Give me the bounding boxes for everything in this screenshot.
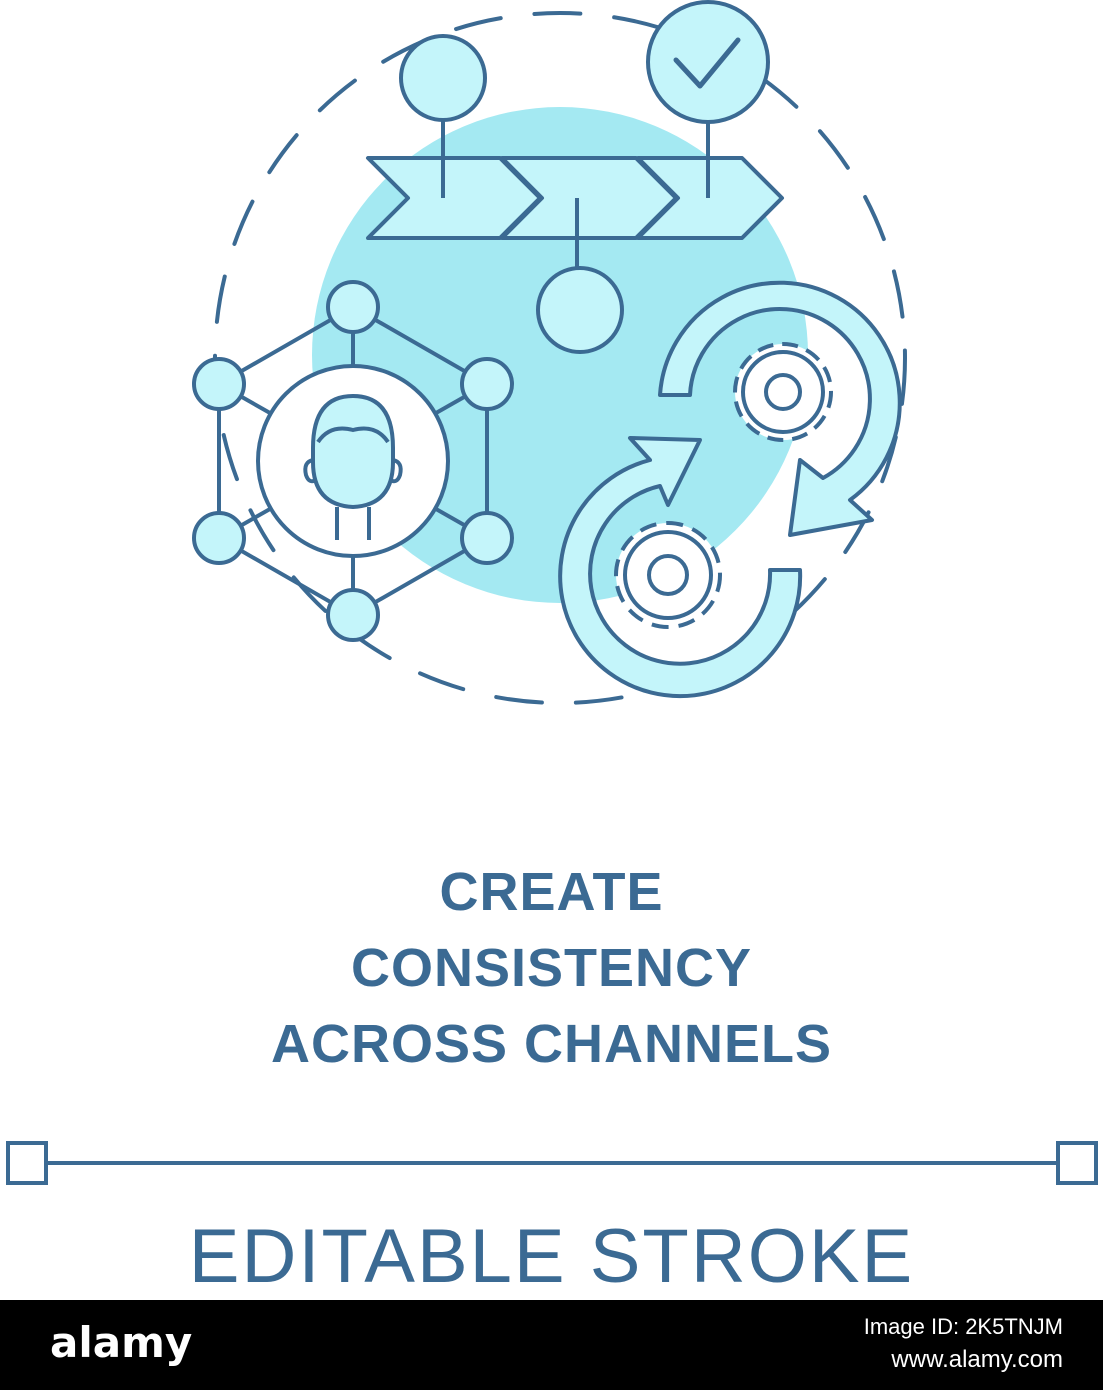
editable-stroke-label: EDITABLE STROKE bbox=[188, 1214, 915, 1299]
title-line-3: ACROSS CHANNELS bbox=[270, 1014, 833, 1074]
milestone-pins bbox=[399, 34, 710, 354]
alamy-logo: alamy bbox=[50, 1318, 193, 1367]
checkmark-circle-icon bbox=[646, 0, 770, 124]
user-network-icon bbox=[192, 280, 514, 642]
footer-bar bbox=[0, 1300, 1103, 1390]
title-line-1: CREATE bbox=[439, 862, 664, 922]
gears-cycle-icon bbox=[558, 280, 902, 699]
image-id: Image ID: 2K5TNJM bbox=[863, 1314, 1063, 1339]
title-line-2: CONSISTENCY bbox=[350, 938, 753, 998]
workflow-arrows-icon bbox=[366, 156, 784, 240]
concept-illustration bbox=[6, 0, 1098, 1185]
stroke-divider bbox=[6, 1141, 1098, 1185]
footer-url[interactable]: www.alamy.com bbox=[891, 1346, 1063, 1373]
